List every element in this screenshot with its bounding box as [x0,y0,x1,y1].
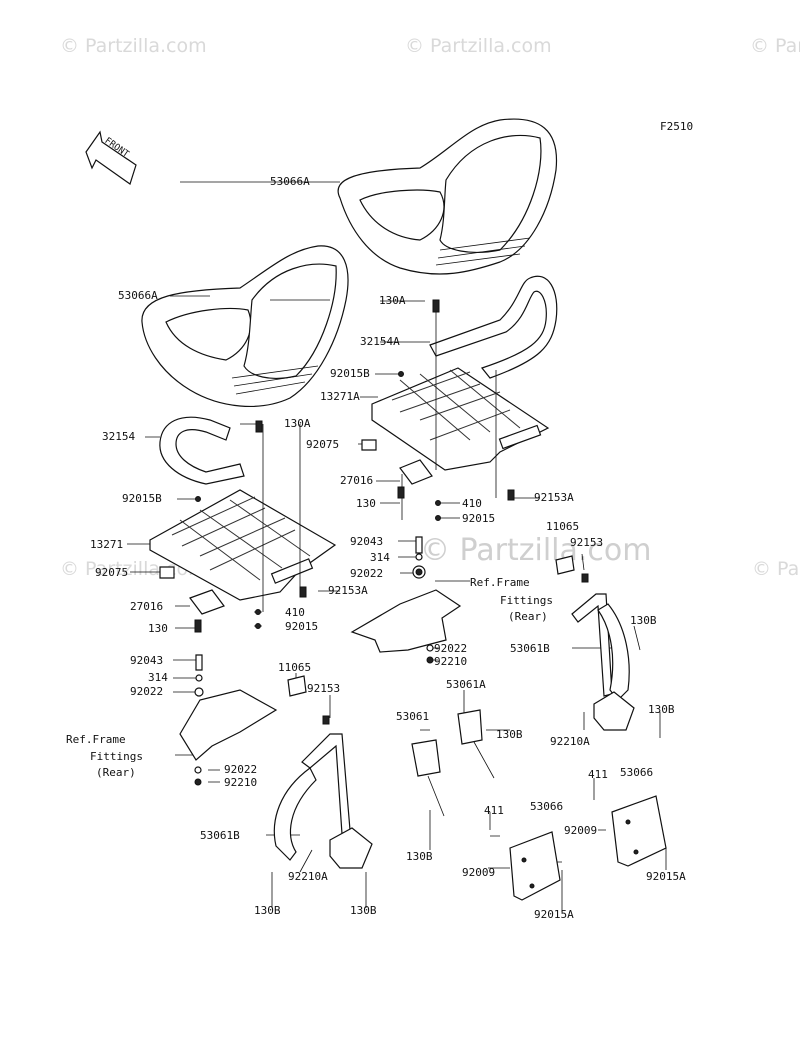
label-27016-1: 27016 [340,474,373,487]
label-53061B-2: 53061B [200,829,240,842]
label-92022-2: 92022 [224,763,257,776]
label-53066-1: 53066 [530,800,563,813]
label-130A-2: 130A [284,417,311,430]
label-92015A-2: 92015A [646,870,686,883]
label-92015-2: 92015 [285,620,318,633]
watermark-layer: © Partzilla.com © Partzilla.com © Partzi… [60,35,800,580]
seat-belt-right [571,593,635,731]
label-92210A-1: 92210A [550,735,590,748]
label-92015A-1: 92015A [534,908,574,921]
label-11065-1: 11065 [546,520,579,533]
label-130-2: 130 [148,622,168,635]
label-ref-frame-2-line1: Ref.Frame [66,733,126,746]
label-130B-6: 130B [350,904,377,917]
label-92153-1: 92153 [570,536,603,549]
label-ref-frame-1-line1: Ref.Frame [470,576,530,589]
label-92153A-1: 92153A [534,491,574,504]
label-32154: 32154 [102,430,135,443]
label-ref-frame-1-line2: Fittings [500,594,553,607]
seat-right [337,118,558,275]
label-13271: 13271 [90,538,123,551]
watermark-mid-right: © Partzilla.com [752,558,800,580]
label-53061: 53061 [396,710,429,723]
frame-fitting-left [179,689,278,761]
watermark-top-left: © Partzilla.com [60,35,207,57]
part-labels: 53066A 53066A 130A 32154A 92015B 13271A … [66,175,686,921]
label-92015B-2: 92015B [122,492,162,505]
label-130A-1: 130A [379,294,406,307]
seat-base-left [149,489,337,601]
label-130B-4: 130B [406,850,433,863]
label-92075-1: 92075 [306,438,339,451]
label-53066A-2: 53066A [118,289,158,302]
label-92022-3: 92022 [130,685,163,698]
grab-bar-right [429,275,558,379]
label-92043-1: 92043 [350,535,383,548]
label-411-1: 411 [484,804,504,817]
label-32154A: 32154A [360,335,400,348]
label-92022-1: 92022 [350,567,383,580]
label-ref-frame-2-line2: Fittings [90,750,143,763]
seat-pad-right [611,795,667,867]
front-arrow-icon: FRONT [85,130,137,185]
label-130B-5: 130B [254,904,281,917]
label-410-2: 410 [285,606,305,619]
label-130B-3: 130B [496,728,523,741]
diagram-id: F2510 [660,120,693,133]
label-ref-frame-1-line3: (Rear) [508,610,548,623]
label-92015B-1: 92015B [330,367,370,380]
label-130B-2: 130B [648,703,675,716]
label-27016-2: 27016 [130,600,163,613]
label-13271A: 13271A [320,390,360,403]
seat-base-right [371,367,550,471]
label-92153A-2: 92153A [328,584,368,597]
frame-fitting-right [350,589,462,653]
watermark-top-right: © Partzilla.com [750,35,800,57]
label-11065-2: 11065 [278,661,311,674]
label-411-2: 411 [588,768,608,781]
watermark-top-center: © Partzilla.com [405,35,552,57]
buckle-53061 [411,739,445,817]
grab-bar-left [159,416,245,485]
label-130B-1: 130B [630,614,657,627]
seat-left [141,245,349,407]
label-ref-frame-2-line3: (Rear) [96,766,136,779]
seat-belt-left [273,733,373,869]
label-53061A: 53061A [446,678,486,691]
label-314-2: 314 [148,671,168,684]
label-92043-2: 92043 [130,654,163,667]
label-53066-2: 53066 [620,766,653,779]
buckle-53061A [457,709,495,779]
label-92210-1: 92210 [224,776,257,789]
label-92022-4: 92022 [434,642,467,655]
label-92075-2: 92075 [95,566,128,579]
label-53066A-1: 53066A [270,175,310,188]
hardware [159,299,589,786]
seat-pad-left [509,831,561,901]
label-92009-2: 92009 [564,824,597,837]
label-92009-1: 92009 [462,866,495,879]
watermark-center: © Partzilla.com [420,533,652,568]
label-92210A-2: 92210A [288,870,328,883]
label-314-1: 314 [370,551,390,564]
label-92015-1: 92015 [462,512,495,525]
label-92153-2: 92153 [307,682,340,695]
label-130-1: 130 [356,497,376,510]
label-53061B-1: 53061B [510,642,550,655]
label-410-1: 410 [462,497,482,510]
label-92210-2: 92210 [434,655,467,668]
